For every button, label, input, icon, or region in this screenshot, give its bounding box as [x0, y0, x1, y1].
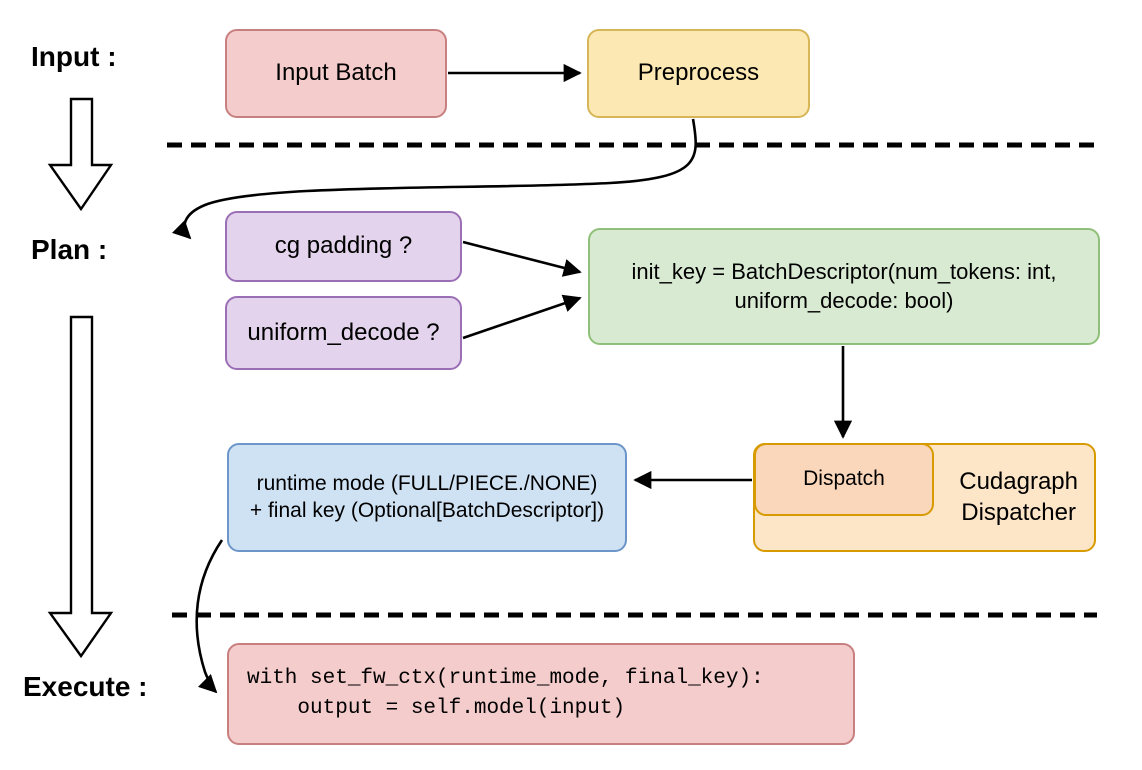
node-cg-padding[interactable]: cg padding ? [225, 211, 462, 282]
stage-label-input: Input : [31, 41, 117, 72]
node-execute-code-line2: output = self.model(input) [247, 697, 626, 720]
stage-label-plan: Plan : [31, 234, 108, 265]
node-preprocess-label: Preprocess [637, 59, 760, 87]
node-dispatch-label: Dispatch [803, 467, 885, 491]
node-execute-code-line1: with set_fw_ctx(runtime_mode, final_key)… [247, 666, 764, 690]
node-runtime-mode-line1: runtime mode (FULL/PIECE./NONE) [256, 471, 598, 495]
input-to-plan-block-arrow [47, 97, 114, 212]
edge-cg-padding-to-init-key [462, 240, 582, 277]
node-runtime-mode[interactable]: runtime mode (FULL/PIECE./NONE) + final … [227, 443, 627, 552]
stage-label-execute: Execute : [23, 671, 148, 702]
node-execute-code[interactable]: with set_fw_ctx(runtime_mode, final_key)… [227, 643, 855, 745]
node-uniform-decode-label: uniform_decode ? [247, 318, 440, 346]
node-uniform-decode[interactable]: uniform_decode ? [225, 296, 462, 370]
node-preprocess[interactable]: Preprocess [587, 29, 810, 118]
node-init-key-line1: init_key = BatchDescriptor(num_tokens: i… [631, 259, 1057, 285]
node-runtime-mode-line2: + final key (Optional[BatchDescriptor]) [249, 498, 605, 522]
node-cudagraph-dispatcher-line2: Dispatcher [961, 498, 1076, 526]
edge-uniform-decode-to-init-key [462, 294, 582, 340]
node-cg-padding-label: cg padding ? [274, 232, 413, 260]
node-cudagraph-dispatcher-line1: Cudagraph [959, 467, 1078, 495]
node-input-batch[interactable]: Input Batch [225, 29, 447, 118]
node-init-key[interactable]: init_key = BatchDescriptor(num_tokens: i… [588, 228, 1100, 345]
node-init-key-line2: uniform_decode: bool) [734, 287, 954, 313]
node-input-batch-label: Input Batch [275, 59, 397, 87]
edge-runtime-mode-to-execute-code [195, 539, 224, 694]
node-dispatch[interactable]: Dispatch [754, 443, 934, 516]
plan-to-execute-block-arrow [47, 315, 114, 659]
